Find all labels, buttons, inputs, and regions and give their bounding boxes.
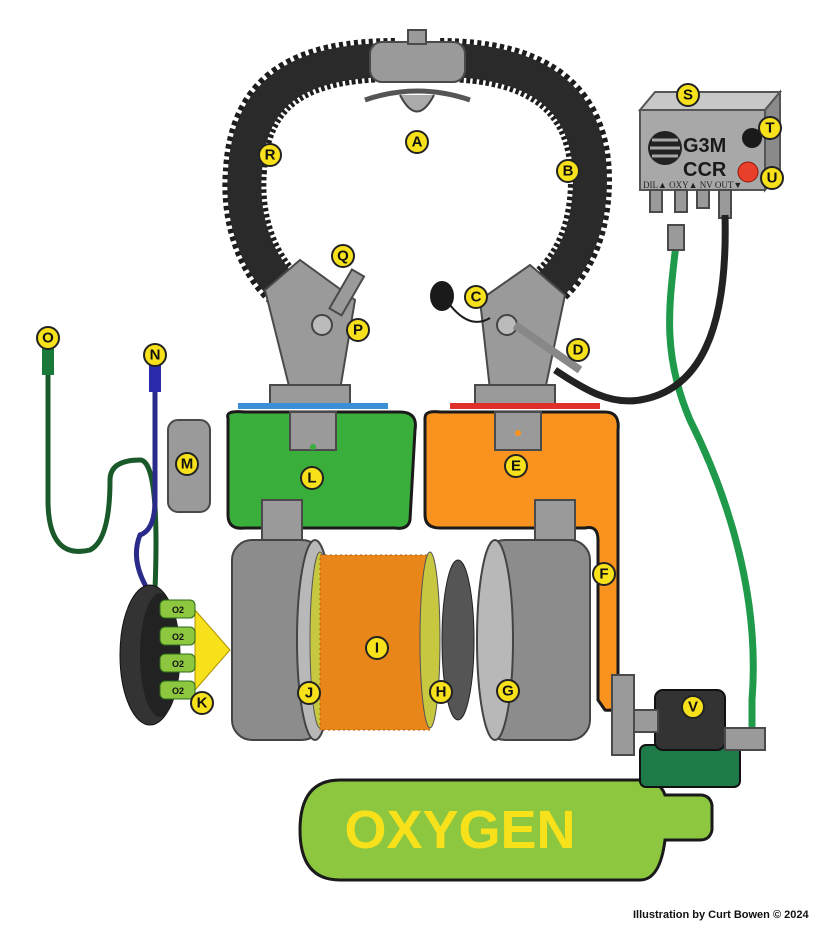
scrubber-canister	[231, 499, 591, 741]
first-stage-V	[611, 674, 766, 788]
cell-row: O2 O2 O2 O2	[159, 599, 196, 700]
label-Q: Q	[331, 244, 355, 268]
label-E: E	[504, 454, 528, 478]
svg-text:P: P	[353, 322, 363, 339]
svg-text:O: O	[42, 330, 54, 347]
cable-O	[45, 360, 159, 591]
svg-text:M: M	[181, 456, 194, 473]
oxygen-cylinder: OXYGEN	[298, 778, 714, 882]
label-T: T	[758, 116, 782, 140]
svg-text:A: A	[412, 134, 423, 151]
button-U-icon	[737, 161, 759, 183]
spring-plate	[441, 559, 475, 721]
label-O: O	[36, 326, 60, 350]
label-B: B	[556, 159, 580, 183]
svg-text:E: E	[511, 458, 521, 475]
mouthpiece-A	[364, 29, 471, 113]
label-U: U	[760, 166, 784, 190]
svg-text:H: H	[436, 684, 447, 701]
controller-brand-line2: CCR	[683, 159, 727, 181]
label-L: L	[300, 466, 324, 490]
label-H: H	[429, 680, 453, 704]
controller-brand-line1: G3M	[683, 135, 726, 157]
svg-text:Q: Q	[337, 248, 349, 265]
cell-label: O2	[172, 686, 184, 696]
label-N: N	[143, 343, 167, 367]
label-J: J	[297, 681, 321, 705]
label-P: P	[346, 318, 370, 342]
label-C: C	[464, 285, 488, 309]
label-G: G	[496, 679, 520, 703]
svg-text:V: V	[688, 699, 698, 716]
controller-logo	[648, 131, 682, 165]
svg-text:B: B	[563, 163, 574, 180]
svg-text:T: T	[765, 120, 774, 137]
svg-text:R: R	[265, 147, 276, 164]
exhale-hose-B	[439, 38, 613, 320]
svg-text:C: C	[471, 289, 482, 306]
svg-text:I: I	[375, 640, 379, 657]
label-M: M	[175, 452, 199, 476]
cell-label: O2	[172, 632, 184, 642]
oxygen-line	[666, 234, 757, 740]
inhale-collar	[238, 403, 388, 409]
black-hose	[553, 214, 729, 405]
label-A: A	[405, 130, 429, 154]
cylinder-label: OXYGEN	[344, 800, 575, 860]
svg-text:S: S	[683, 87, 693, 104]
cell-label: O2	[172, 605, 184, 615]
svg-text:F: F	[599, 566, 608, 583]
svg-text:L: L	[307, 470, 316, 487]
label-D: D	[566, 338, 590, 362]
end-cap-G	[476, 539, 514, 741]
cell-label: O2	[172, 659, 184, 669]
svg-text:D: D	[573, 342, 584, 359]
inhale-hose-R	[222, 38, 396, 320]
label-S: S	[676, 83, 700, 107]
label-K: K	[190, 691, 214, 715]
label-R: R	[258, 143, 282, 167]
svg-text:K: K	[197, 695, 208, 712]
cable-N	[133, 370, 158, 592]
exhale-collar	[450, 403, 600, 409]
exhale-t-piece	[430, 263, 583, 406]
svg-text:U: U	[767, 170, 778, 187]
controller-box: G3M CCR DIL▲ OXY▲ NV OUT▼	[637, 89, 783, 219]
button-T-icon	[742, 128, 762, 148]
label-I: I	[365, 636, 389, 660]
illustration-credit: Illustration by Curt Bowen © 2024	[633, 909, 809, 921]
label-V: V	[681, 695, 705, 719]
svg-text:J: J	[305, 685, 313, 702]
svg-text:G: G	[502, 683, 514, 700]
svg-text:N: N	[150, 347, 161, 364]
controller-port-labels: DIL▲ OXY▲ NV OUT▼	[643, 180, 742, 190]
label-F: F	[592, 562, 616, 586]
